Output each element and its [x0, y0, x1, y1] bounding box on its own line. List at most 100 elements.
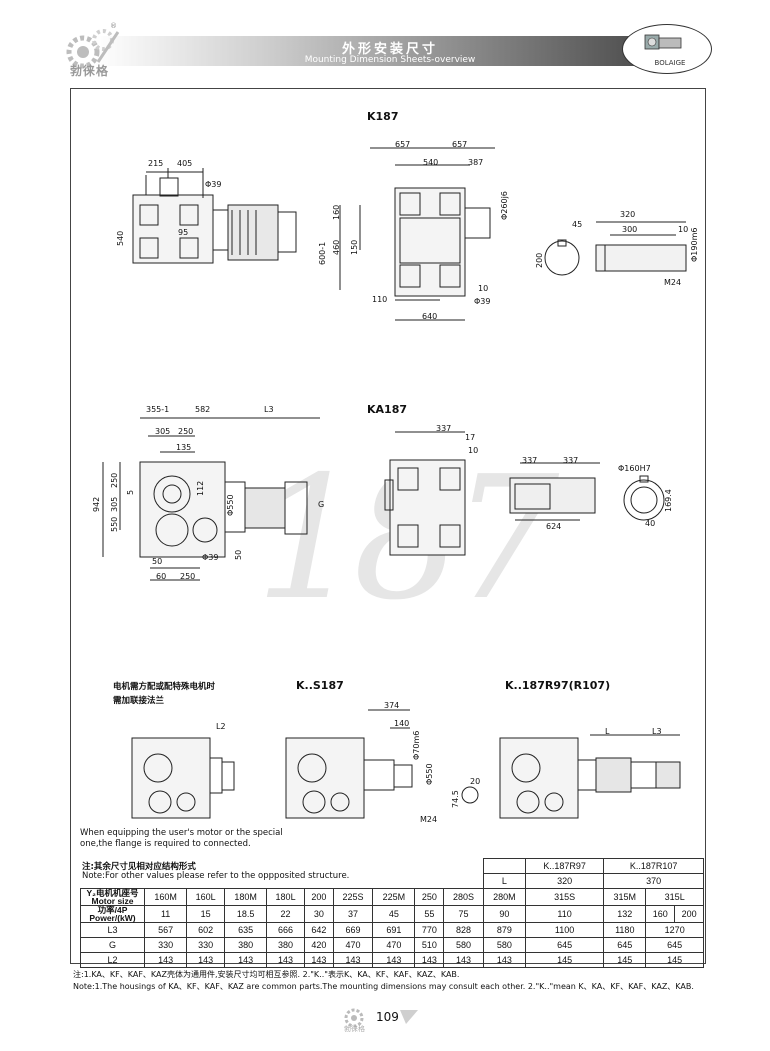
table-cell: 18.5 [223, 905, 268, 923]
table-cell: 1180 [603, 922, 647, 938]
dim-label: M24 [664, 278, 682, 287]
table-row-l3: L3 567 602 635 666 642 669 691 770 828 8… [80, 922, 704, 938]
dim-label: L2 [216, 722, 226, 731]
note-flange-en-2: one,the flange is required to connected. [80, 839, 251, 849]
table-cell: 37 [332, 905, 374, 923]
dim-label: 550 [110, 516, 119, 532]
dim-label: 337 [522, 456, 538, 465]
table-cell: 143 [186, 952, 225, 968]
dim-label: 405 [177, 159, 193, 168]
table-cell: 250 [414, 888, 445, 906]
gearbox-logo-icon [644, 34, 682, 50]
dim-label: M24 [420, 815, 438, 824]
table-header-row-2: L 320 370 [80, 873, 704, 889]
dim-label: 45 [572, 220, 583, 229]
dim-label: 600-1 [318, 241, 327, 265]
table-cell: 145 [603, 952, 647, 968]
motor-cn: Y₂电机机座号 [86, 888, 139, 898]
dim-label: G [318, 500, 325, 509]
dimension-table: K..187R97 K..187R107 L 320 370 Y₂电机机座号 M… [80, 858, 704, 968]
table-cell: 645 [525, 937, 605, 953]
table-cell: 645 [645, 937, 704, 953]
dim-label: Φ260j6 [500, 191, 509, 220]
table-cell: 470 [372, 937, 416, 953]
table-cell: 225M [372, 888, 416, 906]
dim-label: 95 [178, 228, 189, 237]
table-cell: 280M [482, 888, 527, 906]
dim-label: 540 [116, 230, 125, 246]
table-cell: 15 [186, 905, 225, 923]
table-cell: 143 [223, 952, 268, 968]
note-flange-cn-2: 需加联接法兰 [113, 696, 165, 706]
table-row-motor-size: Y₂电机机座号 Motor size 160M 160L 180M 180L 2… [80, 888, 704, 906]
row-head-l2: L2 [80, 952, 145, 968]
table-cell: 420 [303, 937, 334, 953]
l-r107-value: 370 [603, 873, 704, 889]
dim-label: 250 [110, 472, 119, 488]
table-row-power: 功率/4P Power/(kW) 11 15 18.5 22 30 37 45 … [80, 905, 704, 923]
table-cell: 143 [266, 952, 305, 968]
table-row-l2: L2 143 143 143 143 143 143 143 143 143 1… [80, 952, 704, 968]
table-header-row-1: K..187R97 K..187R107 [80, 858, 704, 874]
power-en: Power/(kW) [89, 913, 136, 923]
table-cell: 669 [332, 922, 374, 938]
dim-label: 150 [350, 239, 359, 255]
dim-label: 540 [423, 158, 439, 167]
table-cell: 160L [186, 888, 225, 906]
dim-label: 112 [196, 480, 205, 496]
dim-label: 942 [92, 496, 101, 512]
dim-label: 169.4 [664, 489, 673, 512]
table-cell: 55 [414, 905, 445, 923]
dim-label: Φ160H7 [618, 464, 651, 473]
dim-label: 10 [478, 284, 489, 293]
table-cell: 145 [645, 952, 704, 968]
dim-label: 624 [546, 522, 562, 531]
table-cell: 602 [186, 922, 225, 938]
dim-label: 337 [436, 424, 452, 433]
dim-label: 250 [178, 427, 194, 436]
k187-side-view [132, 168, 297, 264]
table-cell: 567 [143, 922, 188, 938]
dim-label: 374 [384, 701, 400, 710]
gear-logo-icon [66, 29, 120, 69]
table-cell: 828 [443, 922, 484, 938]
row-head-power: 功率/4P Power/(kW) [80, 905, 145, 923]
dim-label: 320 [620, 210, 636, 219]
table-cell: 330 [143, 937, 188, 953]
dim-label: 40 [645, 519, 656, 528]
dim-label: 10 [678, 225, 689, 234]
dim-label: L [605, 727, 610, 736]
l-r97-value: 320 [525, 873, 605, 889]
dim-label: 5 [126, 489, 135, 495]
table-cell: 1100 [525, 922, 605, 938]
dim-label: 50 [152, 557, 163, 566]
table-cell: 666 [266, 922, 305, 938]
dim-label: 140 [394, 719, 410, 728]
table-cell: 580 [482, 937, 527, 953]
dim-label: Φ550 [425, 763, 434, 785]
table-cell: 11 [143, 905, 188, 923]
footnote-cn: 注:1.KA、KF、KAF、KAZ壳体为通用件,安装尺寸均可相互参照. 2."K… [73, 970, 460, 979]
table-cell: 22 [266, 905, 305, 923]
k187-front-view [339, 147, 495, 321]
table-cell: 645 [603, 937, 647, 953]
motor-en: Motor size [91, 896, 134, 906]
section-title-ka187: KA187 [367, 403, 407, 416]
dim-label: 10 [468, 446, 479, 455]
dim-label: 17 [465, 433, 476, 442]
table-cell: 225S [332, 888, 374, 906]
dim-label: 657 [395, 140, 411, 149]
dim-label: 300 [622, 225, 638, 234]
dim-label: Φ70m6 [412, 730, 421, 760]
dim-label: 250 [180, 572, 196, 581]
section-title-kr: K..187R97(R107) [505, 679, 611, 692]
table-cell: 380 [223, 937, 268, 953]
table-cell: 45 [372, 905, 416, 923]
dim-label: 74.5 [451, 790, 460, 808]
table-cell: 470 [332, 937, 374, 953]
table-cell: 315L [645, 888, 704, 906]
dim-label: 305 [110, 496, 119, 512]
dim-label: 582 [195, 405, 211, 414]
table-cell: 580 [443, 937, 484, 953]
dim-label: 215 [148, 159, 164, 168]
